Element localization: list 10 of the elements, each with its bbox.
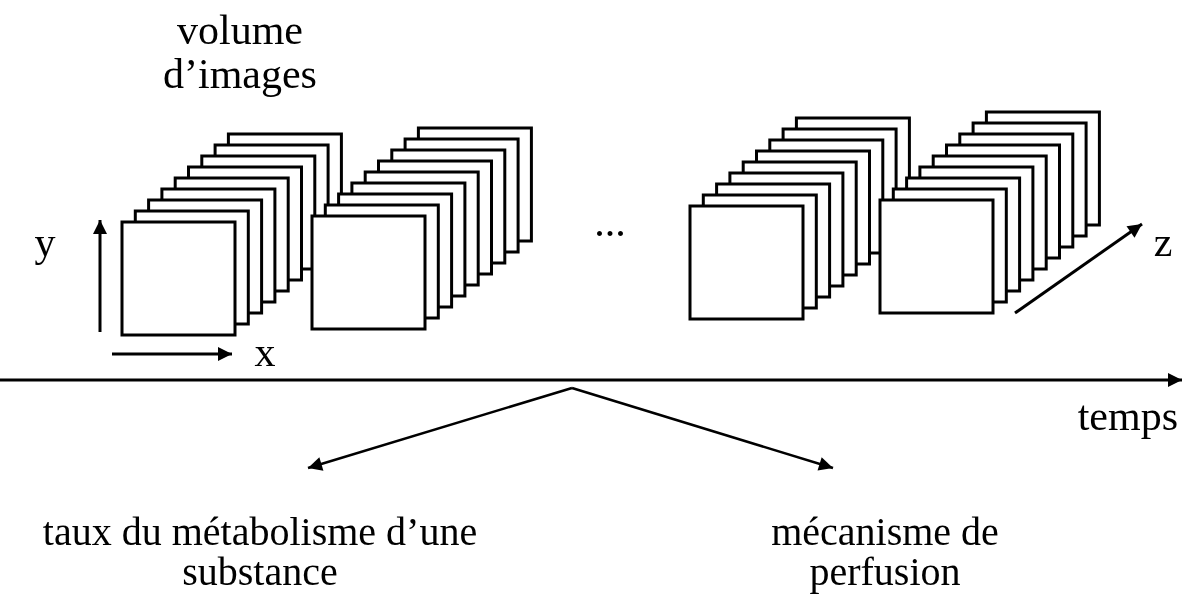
axis-label: temps <box>1076 394 1178 438</box>
axis-label: y <box>33 220 57 264</box>
axis-label: x <box>253 330 277 374</box>
caption-text: volume d’images <box>162 8 318 96</box>
arrow <box>571 386 834 471</box>
outcome-text: mécanisme de perfusion <box>710 468 1060 592</box>
ellipsis-text: ... <box>593 200 627 244</box>
axis-label: z <box>1152 220 1174 264</box>
arrow <box>307 386 573 471</box>
outcome-text: taux du métabolisme d’une substance <box>40 468 480 592</box>
